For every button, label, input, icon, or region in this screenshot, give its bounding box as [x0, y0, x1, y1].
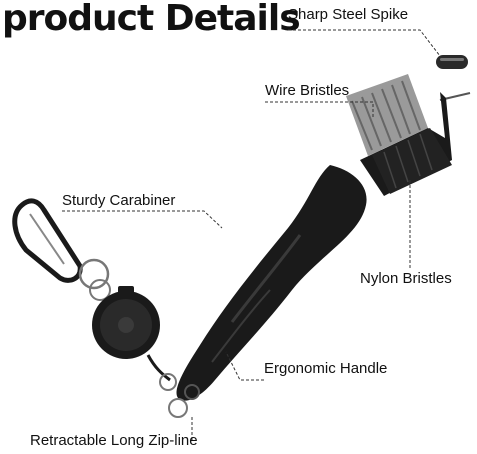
split-ring	[78, 258, 110, 290]
zip-line-ring	[168, 398, 188, 418]
zip-line-cord	[146, 354, 171, 382]
handle-ring	[184, 384, 200, 400]
label-sturdy-carabiner: Sturdy Carabiner	[62, 192, 176, 209]
carabiner-gate	[29, 213, 65, 265]
label-nylon-bristles: Nylon Bristles	[360, 270, 452, 287]
label-sharp-steel-spike: Sharp Steel Spike	[288, 6, 409, 23]
leader-carabiner	[62, 210, 223, 229]
handle-ridge	[230, 234, 302, 323]
split-ring	[89, 279, 111, 301]
leader-handle	[225, 351, 264, 381]
reel-center	[118, 317, 134, 333]
zip-line-ring	[159, 373, 177, 391]
callout-leaders	[62, 29, 441, 440]
spike-detail-image	[436, 55, 468, 69]
reel-clip	[118, 286, 134, 296]
label-ergonomic-handle: Ergonomic Handle	[264, 360, 388, 377]
nylon-bristles	[372, 128, 452, 194]
page-title: product Details	[2, 0, 301, 39]
label-wire-bristles: Wire Bristles	[265, 82, 350, 99]
ergonomic-handle	[176, 165, 367, 401]
label-retractable-zip-line: Retractable Long Zip-line	[30, 432, 198, 449]
carabiner	[12, 198, 83, 283]
wire-bristles	[346, 74, 428, 156]
leader-spike	[288, 29, 441, 57]
leader-wire	[265, 101, 374, 118]
spike-highlight	[440, 58, 464, 61]
handle-ridge	[211, 289, 271, 363]
